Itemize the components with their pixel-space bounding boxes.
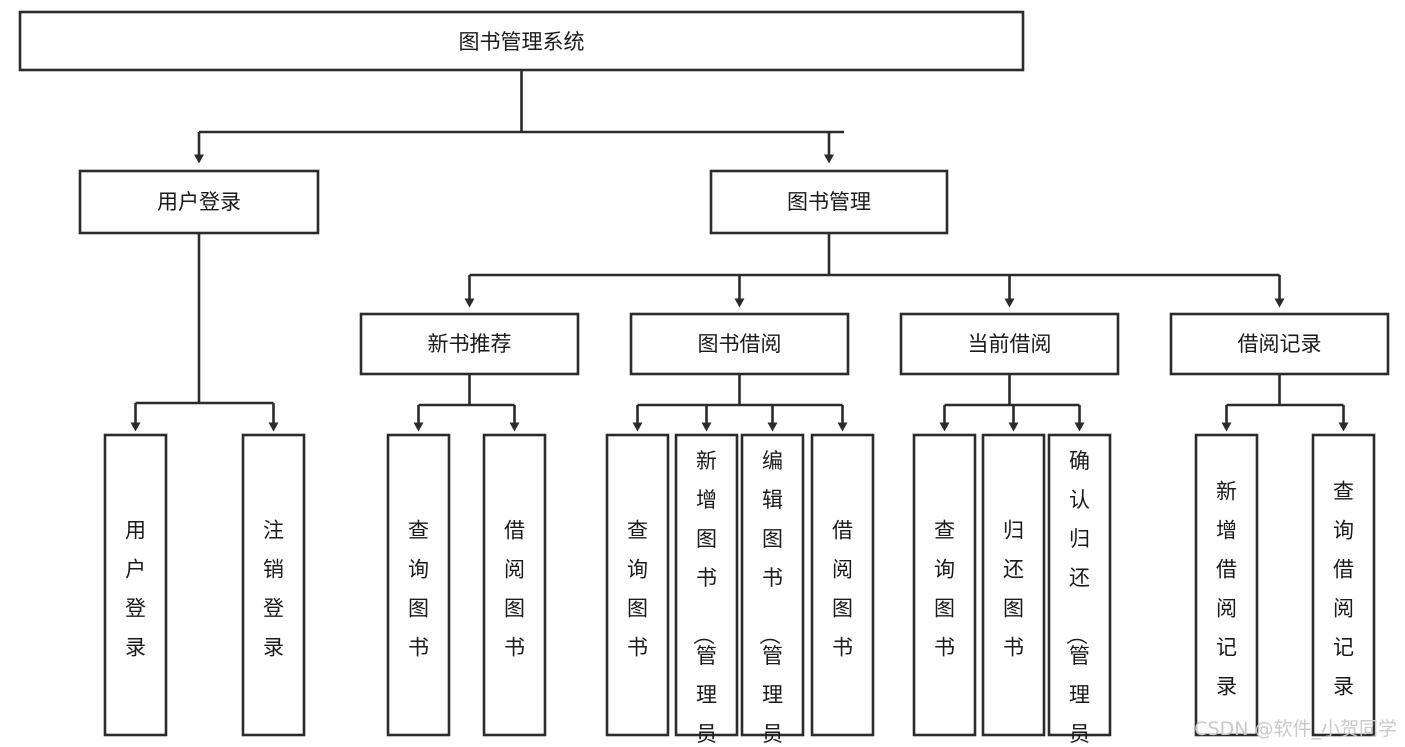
node-current-borrow-label: 当前借阅 <box>968 332 1052 356</box>
leaf-node[interactable]: 借阅图书 <box>482 433 547 737</box>
leaf-node-label: 用户登录 <box>125 518 146 659</box>
leaf-node-box[interactable] <box>605 433 670 737</box>
leaf-node-box[interactable] <box>1194 433 1259 737</box>
leaf-node-box[interactable] <box>810 433 875 737</box>
leaf-node-box[interactable] <box>912 433 977 737</box>
node-user-login[interactable]: 用户登录 <box>78 169 320 235</box>
leaf-node-label: 查询图书 <box>934 518 955 659</box>
leaf-node[interactable]: 新增借阅记录 <box>1194 433 1259 737</box>
node-user-login-label: 用户登录 <box>157 190 241 214</box>
csdn-watermark: CSDN @软件_小贺同学 <box>1194 718 1397 740</box>
leaf-node[interactable]: 借阅图书 <box>810 433 875 737</box>
node-book-mgmt-box[interactable] <box>709 169 949 235</box>
leaf-node-box[interactable] <box>674 433 739 737</box>
leaf-node[interactable]: 查询图书 <box>912 433 977 737</box>
leaf-node-label: 归还图书 <box>1003 518 1024 659</box>
leaf-node[interactable]: 注销登录 <box>241 433 306 737</box>
leaf-node-group: 用户登录 注销登录 查询图书 借阅图书 查询图书 新增图书（管理员） 编辑图书（管理员） 借阅… <box>103 433 1376 747</box>
leaf-node-label: 新增借阅记录 <box>1216 479 1237 698</box>
leaf-node-label: 确认归还（管理员） <box>1064 449 1090 747</box>
node-borrow-record-box[interactable] <box>1169 312 1390 376</box>
leaf-node[interactable]: 确认归还（管理员） <box>1047 433 1112 747</box>
node-book-borrow-box[interactable] <box>629 312 850 376</box>
leaf-node-label: 查询借阅记录 <box>1333 479 1354 698</box>
node-current-borrow[interactable]: 当前借阅 <box>899 312 1120 376</box>
leaf-node-box[interactable] <box>241 433 306 737</box>
leaf-node[interactable]: 新增图书（管理员） <box>674 433 739 747</box>
leaf-node-box[interactable] <box>386 433 451 737</box>
node-new-book-rec-box[interactable] <box>359 312 580 376</box>
leaf-node[interactable]: 查询图书 <box>605 433 670 737</box>
leaf-node-label: 新增图书（管理员） <box>691 449 717 747</box>
node-borrow-record[interactable]: 借阅记录 <box>1169 312 1390 376</box>
node-borrow-record-label: 借阅记录 <box>1238 332 1322 356</box>
node-new-book-rec-label: 新书推荐 <box>428 332 512 356</box>
leaf-node-label: 借阅图书 <box>832 518 853 659</box>
leaf-node-label: 查询图书 <box>408 518 429 659</box>
leaf-node[interactable]: 查询借阅记录 <box>1311 433 1376 737</box>
node-new-book-rec[interactable]: 新书推荐 <box>359 312 580 376</box>
connector-group <box>130 70 1349 432</box>
node-root-box[interactable] <box>18 10 1025 72</box>
leaf-node-label: 编辑图书（管理员） <box>757 449 783 747</box>
leaf-node[interactable]: 归还图书 <box>981 433 1046 737</box>
leaf-node-label: 注销登录 <box>263 518 284 659</box>
node-current-borrow-box[interactable] <box>899 312 1120 376</box>
leaf-node-box[interactable] <box>740 433 805 737</box>
node-book-mgmt-label: 图书管理 <box>787 190 871 214</box>
node-root[interactable]: 图书管理系统 <box>18 10 1025 72</box>
leaf-node[interactable]: 编辑图书（管理员） <box>740 433 805 747</box>
leaf-node[interactable]: 查询图书 <box>386 433 451 737</box>
node-book-mgmt[interactable]: 图书管理 <box>709 169 949 235</box>
node-root-label: 图书管理系统 <box>459 30 585 54</box>
leaf-node-label: 查询图书 <box>627 518 648 659</box>
leaf-node-box[interactable] <box>981 433 1046 737</box>
node-book-borrow[interactable]: 图书借阅 <box>629 312 850 376</box>
node-user-login-box[interactable] <box>78 169 320 235</box>
leaf-node-box[interactable] <box>482 433 547 737</box>
leaf-node-box[interactable] <box>1311 433 1376 737</box>
leaf-node-box[interactable] <box>1047 433 1112 737</box>
node-book-borrow-label: 图书借阅 <box>698 332 782 356</box>
leaf-node-label: 借阅图书 <box>504 518 525 659</box>
leaf-node[interactable]: 用户登录 <box>103 433 168 737</box>
leaf-node-box[interactable] <box>103 433 168 737</box>
